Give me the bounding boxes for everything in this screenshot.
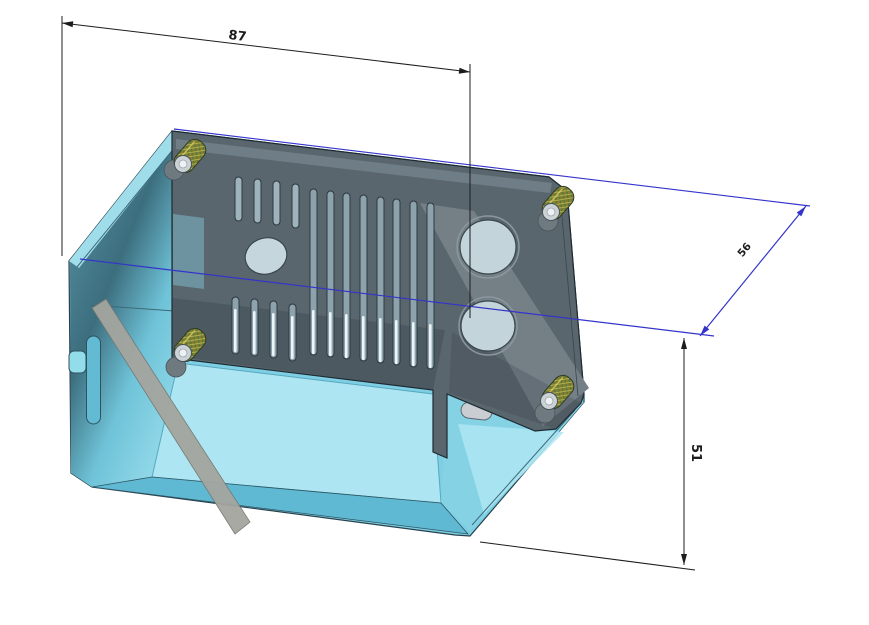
cable-hole-left[interactable] (241, 233, 291, 279)
shell-rim-band (69, 131, 182, 268)
shell-front-band (91, 476, 469, 535)
dimension-height[interactable]: 51 (479, 338, 703, 571)
dim-width-value[interactable]: 87 (228, 28, 248, 45)
dimension-width[interactable]: 87 (61, 16, 471, 318)
insert-bottom-left[interactable] (165, 325, 210, 378)
height-arrow-top (681, 338, 687, 349)
shell-bottom-inner-edge (471, 409, 576, 526)
insert-hole (178, 348, 188, 358)
depth-extension-lower (79, 258, 715, 337)
width-dim-line (61, 22, 471, 73)
dimension-depth[interactable]: 56 (79, 128, 811, 337)
depth-arrow-lower (700, 325, 710, 336)
depth-dim-line (699, 205, 807, 337)
insert-top-left[interactable] (163, 136, 210, 181)
height-extension-bottom (479, 541, 696, 571)
depth-arrow-upper (796, 206, 806, 217)
left-wall-groove (86, 335, 101, 425)
hole-lower-right-ring (458, 296, 518, 356)
interior-right-bright (458, 424, 564, 514)
insert-hole (544, 396, 554, 406)
vented-chassis-lid[interactable] (171, 130, 589, 459)
chassis-front-shade (172, 298, 445, 390)
width-arrow-right (458, 67, 470, 74)
insert-bottom-right[interactable] (534, 372, 578, 424)
chassis-left-notch (173, 214, 204, 289)
insert-top-right[interactable] (537, 183, 578, 232)
insert-hole (178, 159, 188, 169)
width-arrow-left (62, 21, 74, 28)
cable-hole-upper-right[interactable] (459, 219, 517, 275)
height-arrow-bottom (681, 554, 687, 565)
chassis-right-inner-edge (559, 193, 579, 397)
chassis-rail-through-wall (91, 298, 251, 535)
insert-hole (546, 207, 556, 217)
dim-height-value[interactable]: 51 (688, 444, 703, 462)
vent-slot-grid[interactable] (231, 176, 435, 370)
hole-upper-right-ring (456, 215, 520, 279)
chassis-top-bevel (176, 139, 552, 193)
side-latch-tab[interactable] (68, 350, 87, 374)
depth-extension-upper (173, 128, 811, 207)
cable-hole-lower-right[interactable] (460, 300, 516, 352)
shell-inner-rim-edge (76, 140, 181, 268)
